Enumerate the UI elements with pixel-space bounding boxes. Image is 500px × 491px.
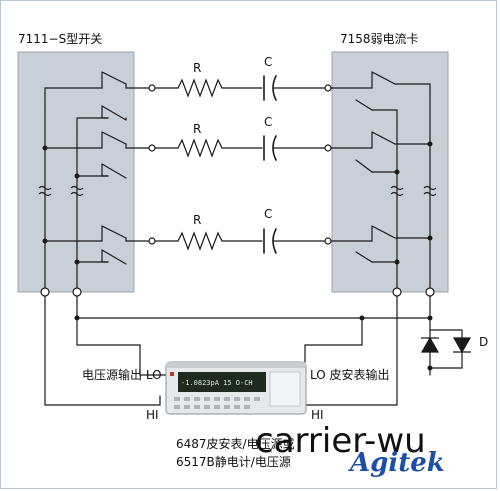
watermark-text: carrier-wu [255, 421, 426, 461]
resistor-3 [177, 231, 263, 251]
left-hi-label: HI [146, 408, 159, 422]
resistor-label-3: R [193, 213, 202, 227]
right-hi-label: HI [311, 408, 324, 422]
instrument-caption-line2: 6517B静电计/电压源 [176, 455, 291, 469]
resistor-label-2: R [193, 122, 202, 136]
instrument-screen [178, 372, 266, 392]
lo-source-wire [76, 317, 167, 376]
instrument-caption-line1: 6487皮安表/电压源或 [176, 437, 295, 451]
capacitor-label-1: C [264, 55, 273, 69]
resistor-label-1: R [193, 61, 202, 75]
hi-picoammeter-wire [299, 395, 398, 406]
hi-source-wire [44, 395, 161, 406]
resistor-1 [177, 78, 263, 98]
right-lo-label: LO 皮安表输出 [310, 368, 390, 382]
capacitor-label-2: C [264, 115, 273, 129]
diode-label: D [479, 335, 489, 349]
right-box-title: 7158弱电流卡 [340, 32, 419, 46]
switch-contact [101, 71, 127, 85]
instrument: -1.0823pA 15 O-CH [165, 361, 307, 415]
diode-pair [420, 336, 472, 354]
left-lo-label: 电压源输出 LO [82, 368, 162, 382]
left-box-title: 7111−S型开关 [18, 32, 103, 46]
instrument-display: -1.0823pA 15 O-CH [181, 379, 253, 387]
resistor-2 [177, 138, 263, 158]
capacitor-label-3: C [264, 207, 273, 221]
agitek-logo: Agitek [350, 448, 445, 478]
